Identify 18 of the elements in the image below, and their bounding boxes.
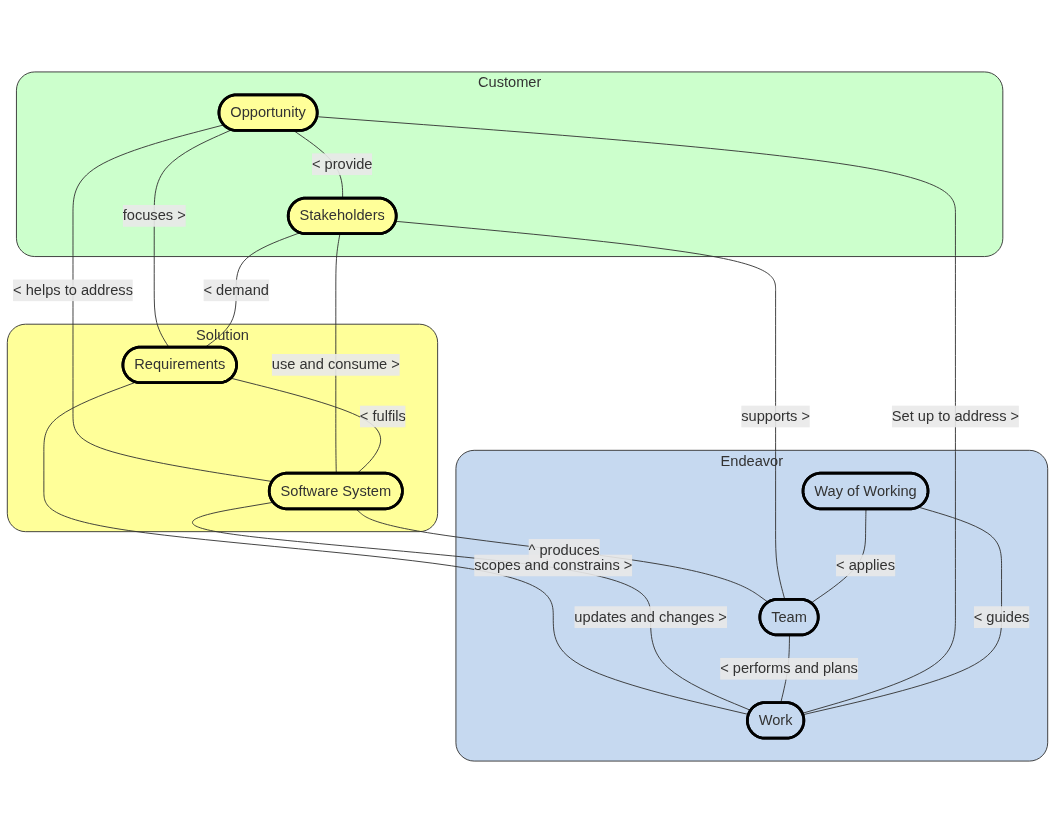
edge-label: scopes and constrains > [474,557,633,573]
edge-label: < guides [973,608,1030,625]
edge-label: < provide [311,156,373,172]
connector [43,381,750,715]
edge-label: < helps to address [13,282,133,298]
connector [153,129,232,348]
edge-label: < fulfils [359,408,406,424]
edge-label: Set up to address > [891,408,1020,424]
edge-label: < demand [203,282,269,298]
connector [316,116,956,714]
edge-label: < applies [836,557,895,573]
connector [355,508,769,603]
edge-label: focuses > [122,207,186,224]
edge-label: < performs and plans [720,660,858,677]
edge-label: supports > [741,408,810,424]
edge-label: ^ produces [528,541,600,558]
edge-label: updates and changes > [574,608,727,625]
edge-label: use and consume > [271,356,400,373]
